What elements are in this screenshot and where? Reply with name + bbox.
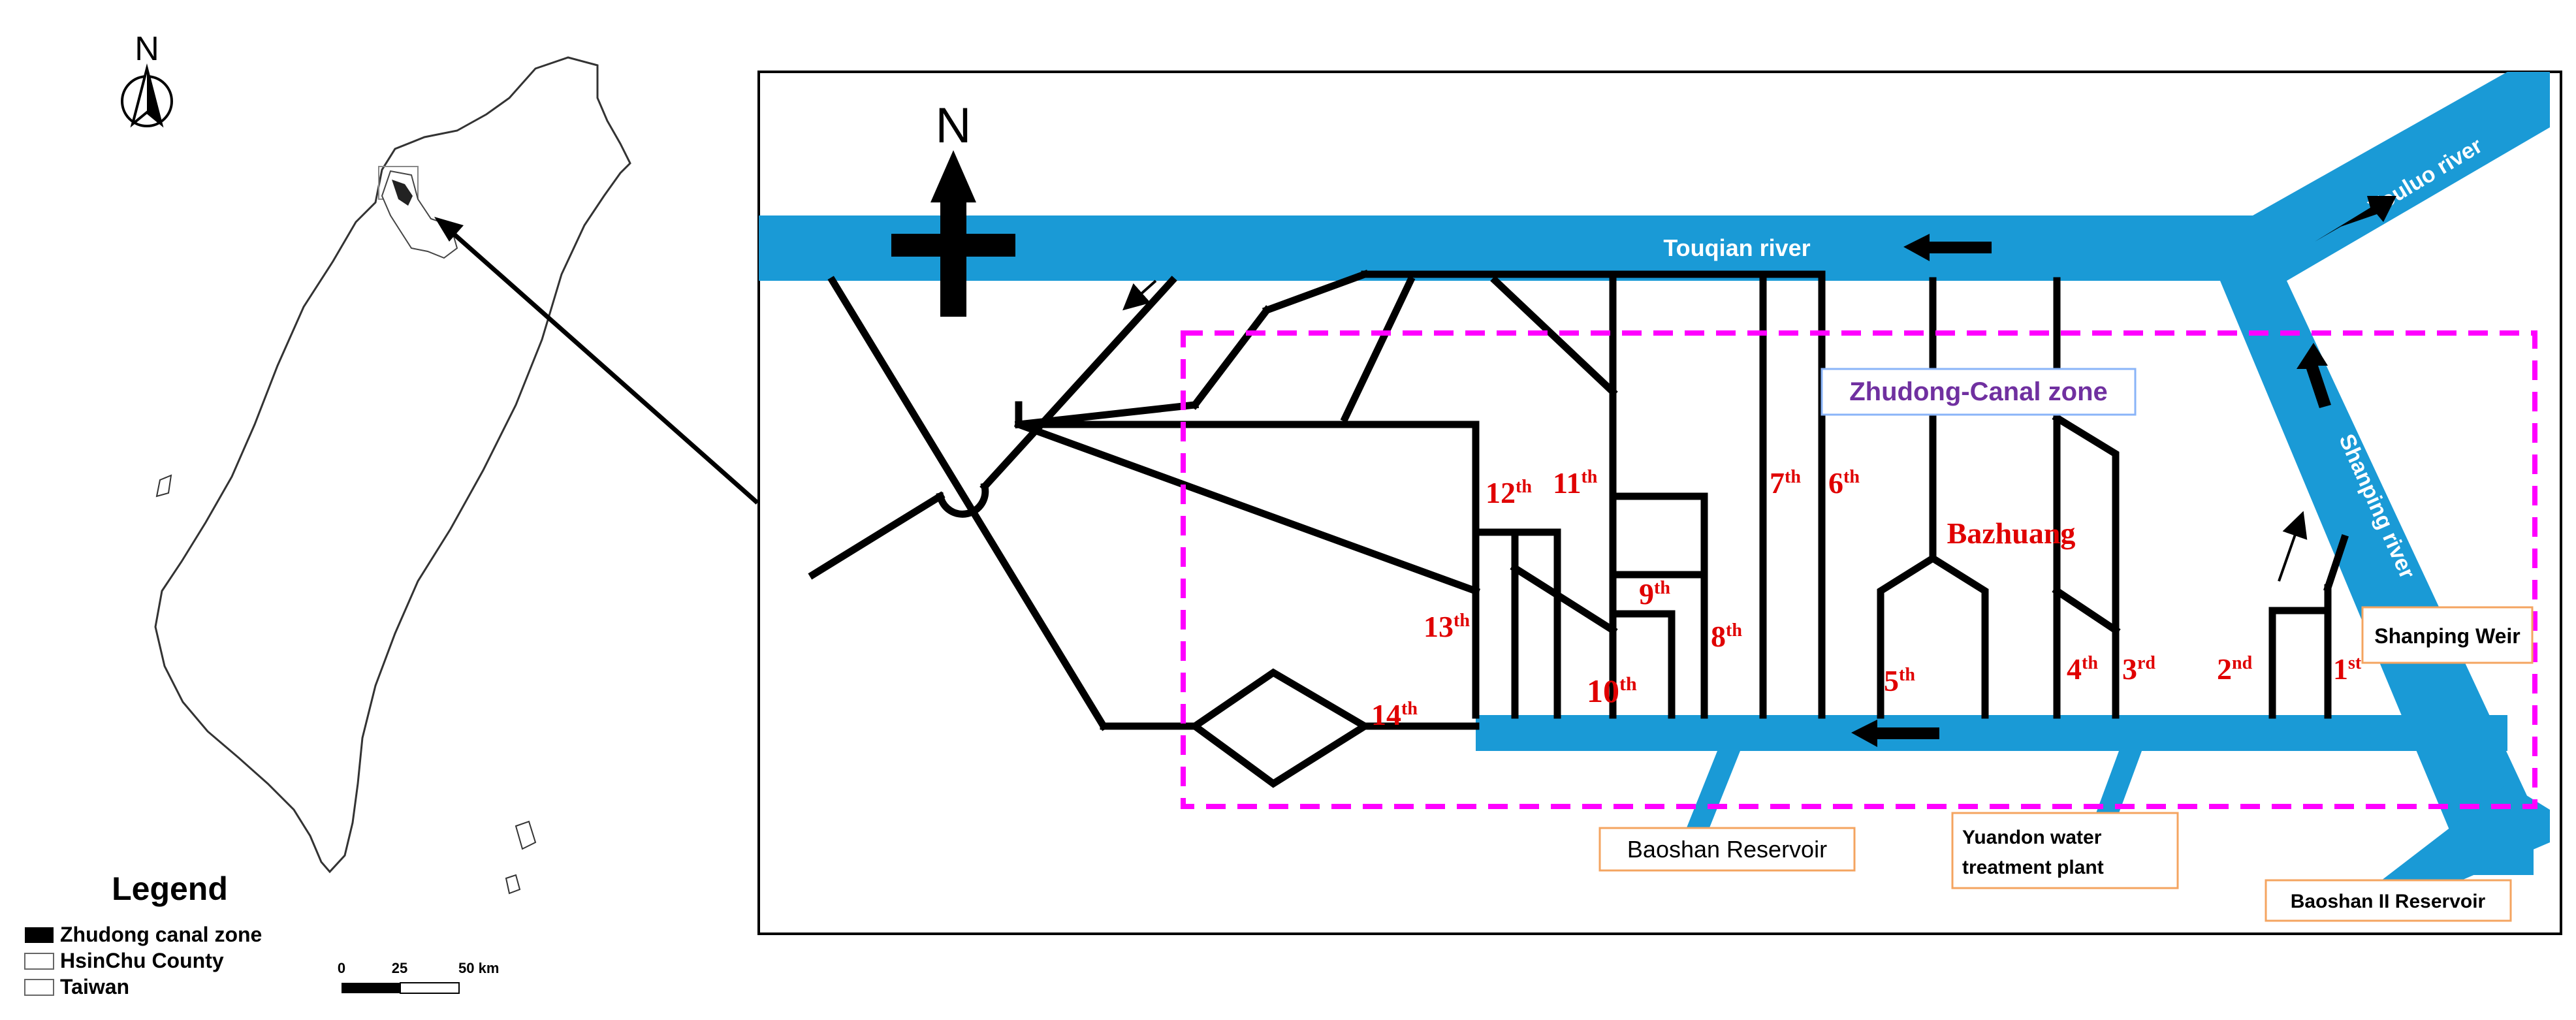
canal-label-13: 13th (1423, 610, 1470, 643)
baoshan-reservoir-label: Baoshan Reservoir (1627, 836, 1827, 863)
flow-arrow-lower-icon (1851, 720, 1939, 747)
legend-title: Legend (112, 870, 228, 907)
lower-canal (1476, 715, 2507, 751)
yuandon-label-line2: treatment plant (1962, 857, 2104, 878)
outlet-baoshan2 (2367, 784, 2550, 911)
locator-arrow (442, 223, 759, 505)
legend-label-county: HsinChu County (60, 949, 224, 972)
canal-schematic: Touqian river Youluo river Shanping rive… (757, 71, 2562, 935)
rivers (759, 72, 2550, 911)
baoshan2-reservoir-box (2265, 879, 2512, 922)
touqian-river-label: Touqian river (1663, 234, 1810, 261)
canal-label-3: 3rd (2122, 652, 2155, 686)
legend: Legend Zhudong canal zone HsinChu County… (24, 870, 499, 998)
canal-label-2: 2nd (2217, 652, 2253, 686)
scale-bar: 0 25 50 km (338, 960, 499, 994)
penghu-islands (155, 474, 172, 498)
shanping-weir-box (2361, 606, 2534, 664)
scale-tick-50: 50 km (458, 960, 499, 976)
canal-network (808, 269, 2349, 788)
canal-label-4: 4th (2067, 652, 2098, 686)
legend-label-zone: Zhudong canal zone (60, 923, 262, 946)
green-island (515, 820, 537, 850)
canal-label-1: 1st (2333, 652, 2362, 686)
flow-arrow-shanping-icon (2297, 343, 2331, 408)
zhudong-canal-zone-marker (392, 180, 413, 206)
flow-arrow-small-1-icon (1122, 279, 1157, 311)
scale-tick-0: 0 (338, 960, 345, 976)
youluo-river (2240, 72, 2550, 281)
locator-arrowhead-icon (434, 217, 464, 242)
canal-label-6: 6th (1828, 466, 1860, 500)
legend-swatch-taiwan (24, 979, 54, 996)
schematic-north-label: N (936, 98, 972, 153)
overview-north-label: N (135, 30, 159, 68)
boxed-labels: Shanping Weir Baoshan Reservoir Yuandon … (1598, 606, 2534, 922)
canal-label-10: 10th (1587, 673, 1637, 709)
outlet-baoshan (1685, 751, 1740, 833)
canal-label-11: 11th (1553, 466, 1598, 500)
yuandon-label-line1: Yuandon water (1962, 827, 2102, 848)
flow-arrows (1851, 196, 2396, 747)
flow-arrow-small-2-icon (2278, 511, 2308, 582)
zone-label: Zhudong-Canal zone (1849, 377, 2108, 406)
zone-label-box (1821, 368, 2137, 416)
legend-label-taiwan: Taiwan (60, 975, 129, 998)
yuandon-box (1951, 812, 2179, 889)
canal-labels: 1st 2nd 3rd 4th 5th 6th 7th 8th 9th 10th… (1371, 466, 2362, 731)
shanping-weir-label: Shanping Weir (2374, 624, 2520, 648)
flow-arrow-youluo-icon (2315, 196, 2396, 242)
flow-arrow-touqian-icon (1903, 234, 1992, 261)
canal-label-7: 7th (1770, 466, 1801, 500)
bazhuang-label: Bazhuang (1947, 517, 2076, 550)
legend-swatch-county (24, 953, 54, 970)
canal-label-9: 9th (1639, 577, 1670, 611)
overview-north-arrow-icon (121, 63, 173, 128)
orchid-island (505, 874, 521, 895)
outlet-yuandon (2096, 751, 2142, 813)
baoshan-reservoir-box (1598, 827, 1856, 872)
canal-label-14: 14th (1371, 698, 1418, 731)
zhudong-canal-zone-boundary (1181, 330, 2537, 809)
canal-label-8: 8th (1711, 620, 1742, 653)
legend-swatch-zone (25, 927, 54, 943)
canal-label-5: 5th (1884, 664, 1915, 697)
overview-map: N (121, 30, 759, 895)
schematic-north-arrow-icon (891, 150, 1015, 317)
taiwan-outline (154, 56, 631, 874)
canal-label-12: 12th (1486, 476, 1532, 509)
baoshan2-reservoir-label: Baoshan II Reservoir (2291, 891, 2486, 912)
scale-tick-25: 25 (392, 960, 407, 976)
